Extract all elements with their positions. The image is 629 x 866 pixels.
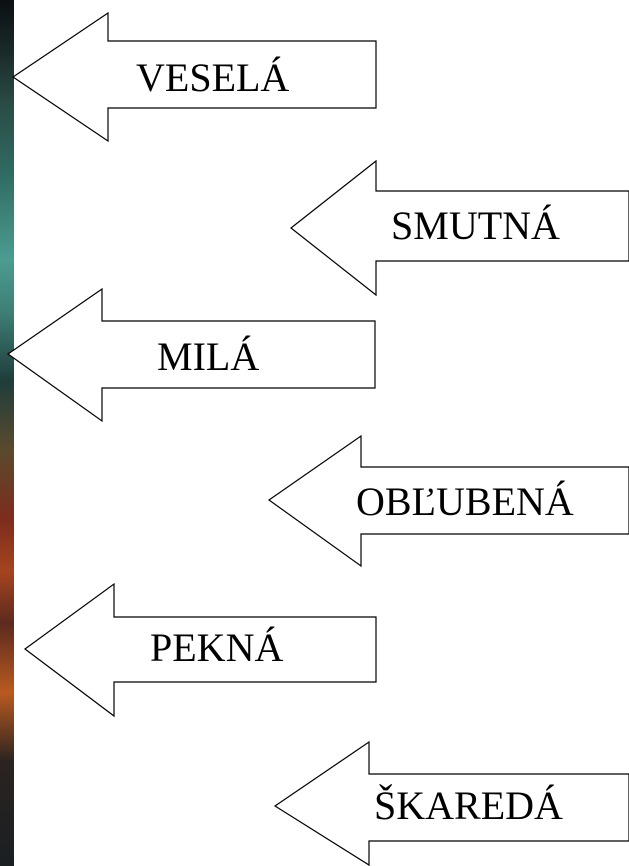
arrow-label-milá: MILÁ: [157, 334, 260, 379]
left-decorative-strip: [0, 0, 14, 866]
arrow-pekná: [23, 582, 377, 718]
arrow-milá: [6, 287, 376, 423]
arrow-veselá: [11, 11, 377, 143]
arrow-škaredá: [273, 740, 629, 866]
arrow-label-škaredá: ŠKAREDÁ: [374, 783, 563, 828]
arrow-label-obľubená: OBĽUBENÁ: [356, 479, 574, 524]
arrow-label-veselá: VESELÁ: [136, 55, 290, 100]
arrow-label-smutná: SMUTNÁ: [391, 203, 560, 248]
arrow-smutná: [290, 159, 629, 297]
arrow-label-pekná: PEKNÁ: [150, 625, 284, 670]
arrow-obľubená: [267, 434, 629, 568]
